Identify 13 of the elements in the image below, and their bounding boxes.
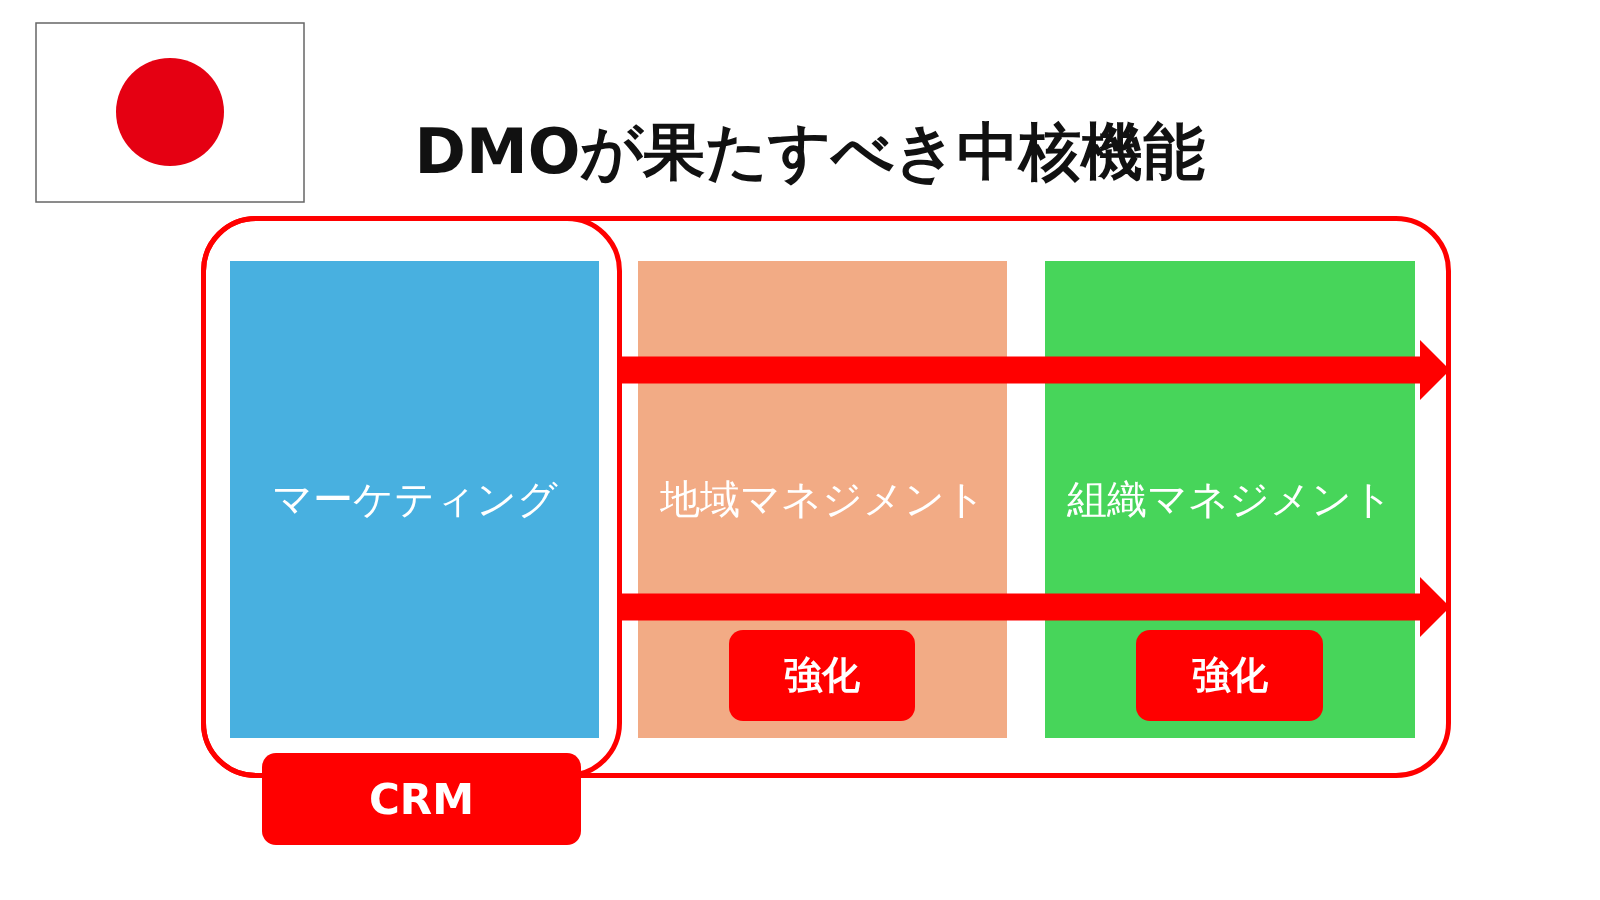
badge <box>1136 630 1323 721</box>
label-text: 強化 <box>1191 652 1268 699</box>
label-text: CRM <box>369 774 474 824</box>
label-text: 地域マネジメント <box>659 475 986 524</box>
label-text: マーケティング <box>271 475 558 524</box>
title: DMOが果たすべき中核機能 <box>413 114 1207 190</box>
crm-box <box>262 753 581 845</box>
inner-frame <box>201 216 622 778</box>
outer-frame <box>201 216 1451 778</box>
label-text: 強化 <box>784 652 860 699</box>
label-text: 組織マネジメント <box>1067 475 1393 524</box>
badge <box>729 630 915 721</box>
process-box <box>230 261 599 738</box>
